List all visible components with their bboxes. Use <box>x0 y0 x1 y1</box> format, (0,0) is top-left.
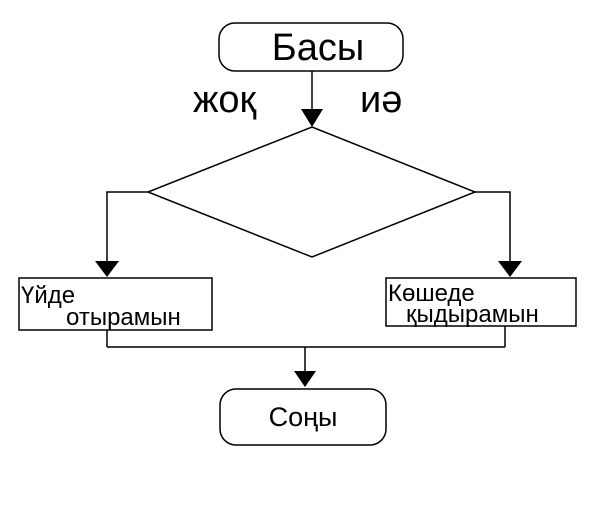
end-label: Соңы <box>269 402 338 432</box>
start-label: Басы <box>272 27 364 69</box>
decision-diamond <box>145 126 478 258</box>
arrowhead-right-box <box>498 261 522 277</box>
arrowhead-to-end <box>294 371 316 387</box>
left-box-line1: Үйде <box>21 282 75 309</box>
arrowhead-to-decision <box>301 109 323 127</box>
end-terminator <box>219 388 387 446</box>
process-box-stay-home <box>18 277 213 331</box>
arrowhead-left-box <box>95 261 119 277</box>
yes-branch-label: иә <box>360 79 402 121</box>
right-box-line2: қыдырамын <box>406 301 539 328</box>
connector-no-branch <box>106 191 148 262</box>
no-branch-label: жоқ <box>193 79 257 121</box>
start-terminator <box>218 22 404 72</box>
left-box-line2: отырамын <box>66 304 181 331</box>
connector-yes-branch <box>475 191 511 262</box>
process-box-walk-outside <box>385 277 577 327</box>
right-box-line1: Көшеде <box>388 280 475 307</box>
